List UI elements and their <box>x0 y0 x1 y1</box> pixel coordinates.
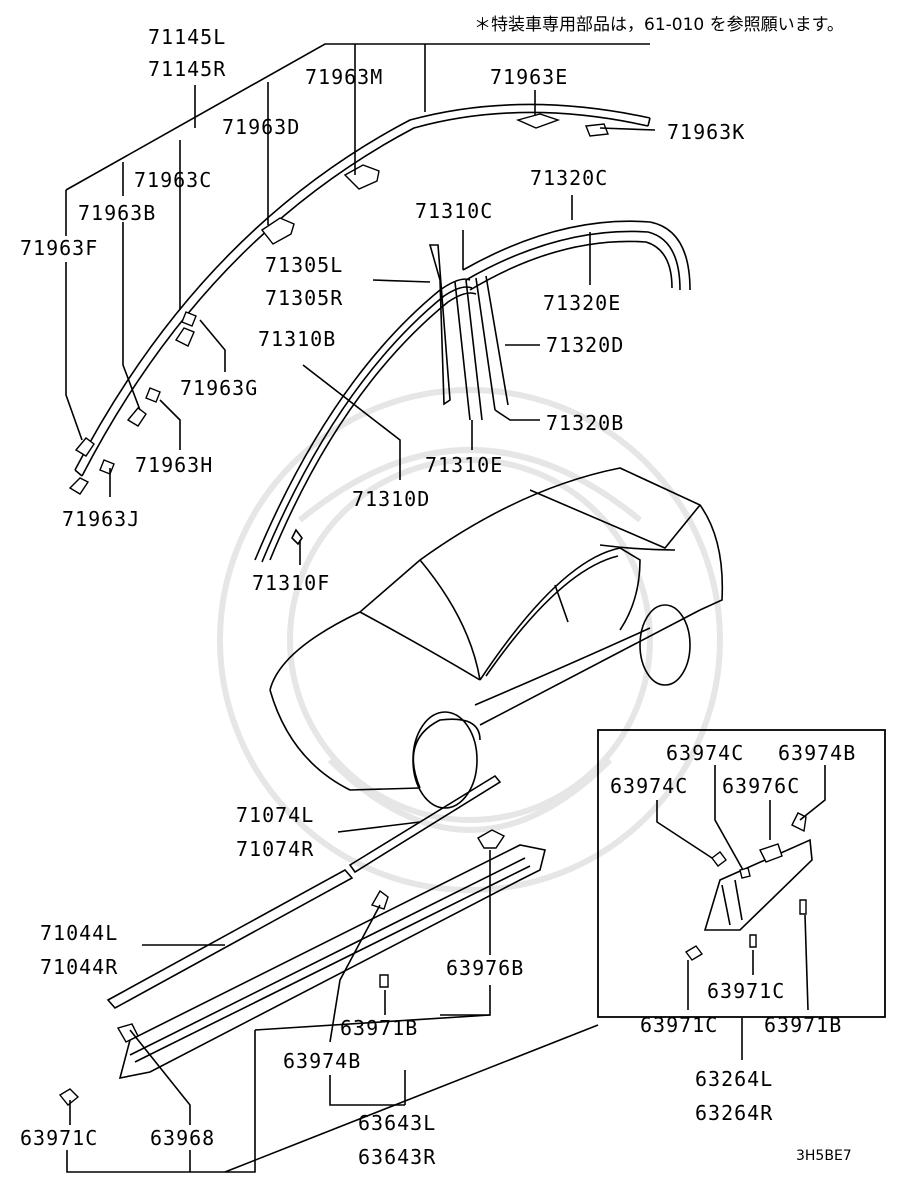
label-63971B-inset: 63971B <box>764 1013 842 1037</box>
label-71305L: 71305L <box>265 253 343 277</box>
label-71310B: 71310B <box>258 327 336 351</box>
label-71963F: 71963F <box>20 236 98 260</box>
label-71145L: 71145L <box>148 25 226 49</box>
label-63974C-left: 63974C <box>610 774 688 798</box>
label-71963C: 71963C <box>134 168 212 192</box>
car-body-drawing <box>269 467 724 809</box>
label-63971C-sill: 63971C <box>20 1126 98 1150</box>
side-sill-leader-lines <box>66 821 599 1173</box>
label-71963M: 71963M <box>305 65 383 89</box>
label-71310F: 71310F <box>252 571 330 595</box>
label-63976B: 63976B <box>446 956 524 980</box>
label-71963B: 71963B <box>78 201 156 225</box>
label-63974B-inset: 63974B <box>778 741 856 765</box>
label-63968: 63968 <box>150 1126 215 1150</box>
label-71305R: 71305R <box>265 286 343 310</box>
label-63643L: 63643L <box>358 1111 436 1135</box>
inset-box <box>597 729 886 1018</box>
label-71963H: 71963H <box>135 453 213 477</box>
label-71310E: 71310E <box>425 453 503 477</box>
mud-guard-drawing <box>684 812 813 961</box>
label-63971C-inset-left: 63971C <box>640 1013 718 1037</box>
inset-leader-lines <box>656 765 826 1060</box>
label-63976C: 63976C <box>722 774 800 798</box>
label-71963K: 71963K <box>667 120 745 144</box>
roof-moulding-drawing <box>68 103 651 495</box>
diagram-code: 3H5BE7 <box>796 1148 852 1164</box>
label-63971B-sill: 63971B <box>340 1016 418 1040</box>
label-71044R: 71044R <box>40 955 118 979</box>
label-63643R: 63643R <box>358 1145 436 1169</box>
part-number-labels: 71145L 71145R 71963M 71963E 71963K 71963… <box>20 25 856 1169</box>
label-71963G: 71963G <box>180 376 258 400</box>
label-71963D: 71963D <box>222 115 300 139</box>
label-71145R: 71145R <box>148 57 226 81</box>
label-71320B: 71320B <box>546 411 624 435</box>
roof-leader-lines <box>65 43 656 497</box>
label-63974C-top: 63974C <box>666 741 744 765</box>
label-63264L: 63264L <box>695 1067 773 1091</box>
door-leader-lines <box>299 195 591 565</box>
watermark-emblem <box>217 387 723 893</box>
label-71320C: 71320C <box>530 166 608 190</box>
label-71310D: 71310D <box>352 487 430 511</box>
label-71310C: 71310C <box>415 199 493 223</box>
label-71320E: 71320E <box>543 291 621 315</box>
label-71963E: 71963E <box>490 65 568 89</box>
door-moulding-drawing <box>254 220 691 563</box>
label-63971C-inset-mid: 63971C <box>707 979 785 1003</box>
label-71074L: 71074L <box>236 803 314 827</box>
header-note: ＊特装車専用部品は，61-010 を参照願います。 <box>474 15 844 35</box>
label-63264R: 63264R <box>695 1101 773 1125</box>
label-71074R: 71074R <box>236 837 314 861</box>
label-71044L: 71044L <box>40 921 118 945</box>
side-sill-drawing <box>58 774 546 1106</box>
label-71320D: 71320D <box>546 333 624 357</box>
label-63974B-sill: 63974B <box>283 1049 361 1073</box>
label-71963J: 71963J <box>62 507 140 531</box>
